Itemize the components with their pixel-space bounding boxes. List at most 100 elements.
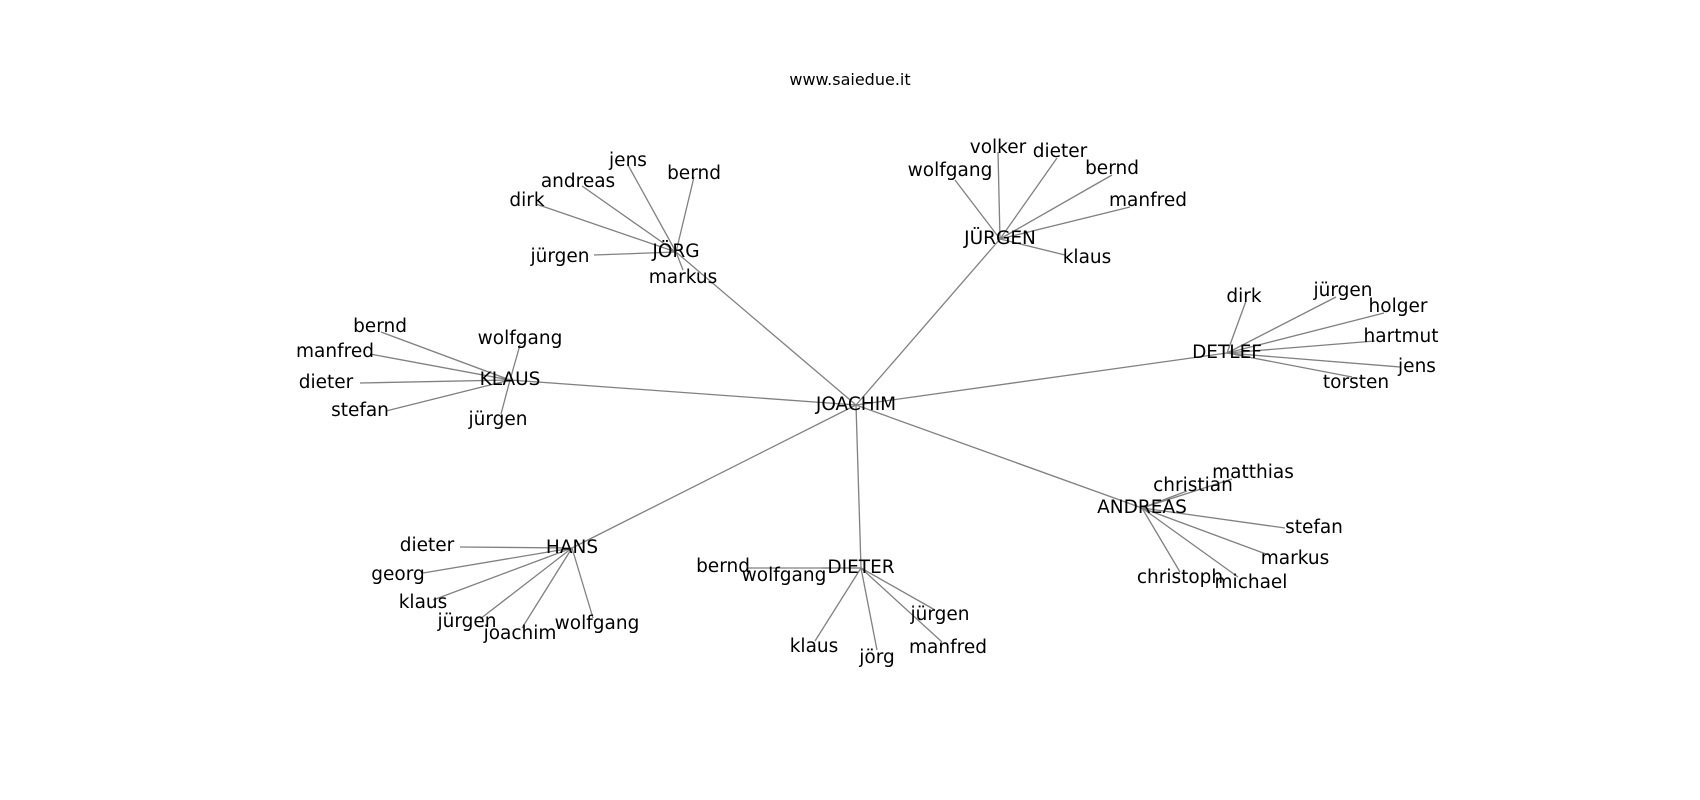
edge-dieter-leaf xyxy=(860,567,943,643)
leaf-node-label: markus xyxy=(649,267,717,288)
leaf-node-label: jürgen xyxy=(530,246,590,267)
hub-node-label-jorg: JÖRG xyxy=(651,240,699,262)
leaf-node-label: klaus xyxy=(790,636,839,657)
leaf-node-label: hartmut xyxy=(1364,326,1439,347)
leaf-node-label: manfred xyxy=(296,341,374,362)
edge-detlef-leaf xyxy=(1226,352,1401,368)
leaf-node-label: michael xyxy=(1215,572,1288,593)
diagram-title: www.saiedue.it xyxy=(789,70,911,89)
edge-detlef-leaf xyxy=(1226,340,1376,354)
edge-detlef-leaf xyxy=(1226,312,1385,354)
leaf-node-label: dieter xyxy=(400,535,455,556)
hub-node-label-dieter: DIETER xyxy=(827,557,894,578)
center-node-label: JOACHIM xyxy=(815,394,896,415)
leaf-node-label: stefan xyxy=(331,400,389,421)
edge-klaus-leaf xyxy=(369,353,511,381)
edge-hans-leaf xyxy=(432,547,573,601)
edge-jurgen-leaf xyxy=(999,157,1058,240)
edge-detlef-leaf xyxy=(1226,352,1353,378)
edge-andreas-leaf xyxy=(1141,478,1233,509)
edge-hans-leaf xyxy=(422,547,573,574)
edge-dieter-leaf xyxy=(860,567,936,611)
leaf-node-label: wolfgang xyxy=(555,613,640,634)
edge-jorg-leaf xyxy=(581,185,677,253)
edge-jorg-leaf xyxy=(535,203,677,253)
node-labels: JOACHIMJÖRGjensberndandreasdirkjürgenmar… xyxy=(296,137,1438,668)
edge-klaus-leaf xyxy=(500,379,511,415)
edge-center-jorg xyxy=(675,251,857,406)
leaf-node-label: manfred xyxy=(909,637,987,658)
edge-andreas-leaf xyxy=(1141,507,1181,573)
leaf-node-label: dirk xyxy=(509,190,544,211)
leaf-node-label: christian xyxy=(1153,475,1233,496)
leaf-node-label: stefan xyxy=(1285,517,1343,538)
edge-center-hans xyxy=(571,404,857,549)
edge-center-dieter xyxy=(855,404,862,569)
edge-center-detlef xyxy=(855,352,1228,406)
edge-jurgen-leaf xyxy=(997,151,1001,240)
leaf-node-label: bernd xyxy=(696,556,750,577)
leaf-node-label: christoph xyxy=(1137,567,1223,588)
hub-node-label-jurgen: JÜRGEN xyxy=(963,227,1036,249)
edge-jurgen-leaf xyxy=(999,238,1066,256)
edge-jurgen-leaf xyxy=(999,174,1113,240)
leaf-node-label: wolfgang xyxy=(908,160,993,181)
hub-node-label-hans: HANS xyxy=(546,537,598,558)
edge-hans-leaf xyxy=(521,547,573,629)
leaf-node-label: wolfgang xyxy=(478,328,563,349)
leaf-node-label: bernd xyxy=(1085,158,1139,179)
leaf-node-label: bernd xyxy=(667,163,721,184)
leaf-node-label: andreas xyxy=(541,171,615,192)
edge-klaus-leaf xyxy=(359,379,511,384)
edges xyxy=(359,151,1401,651)
edge-hans-leaf xyxy=(571,547,594,619)
edge-andreas-leaf xyxy=(1141,507,1286,529)
leaf-node-label: jürgen xyxy=(437,611,497,632)
leaf-node-label: jörg xyxy=(858,647,894,668)
leaf-node-label: volker xyxy=(970,137,1027,158)
edge-klaus-leaf xyxy=(509,344,521,381)
leaf-node-label: bernd xyxy=(353,316,407,337)
leaf-node-label: jens xyxy=(1397,356,1436,377)
edge-center-andreas xyxy=(855,404,1143,509)
edge-center-klaus xyxy=(509,379,857,406)
edge-klaus-leaf xyxy=(380,331,511,381)
leaf-node-label: klaus xyxy=(1063,247,1112,268)
edge-center-jurgen xyxy=(855,238,1001,406)
leaf-node-label: joachim xyxy=(483,623,557,644)
edge-dieter-leaf xyxy=(860,567,878,651)
edge-jurgen-leaf xyxy=(999,206,1131,240)
edge-andreas-leaf xyxy=(1141,507,1239,578)
leaf-node-label: torsten xyxy=(1323,372,1389,393)
leaf-node-label: jens xyxy=(608,150,647,171)
leaf-node-label: matthias xyxy=(1212,462,1294,483)
leaf-node-label: dieter xyxy=(299,372,354,393)
hub-node-label-detlef: DETLEF xyxy=(1192,342,1262,363)
edge-andreas-leaf xyxy=(1141,490,1188,509)
edge-andreas-leaf xyxy=(1141,507,1267,555)
leaf-node-label: jürgen xyxy=(910,604,970,625)
leaf-node-label: dirk xyxy=(1226,286,1261,307)
leaf-node-label: manfred xyxy=(1109,190,1187,211)
hub-node-label-klaus: KLAUS xyxy=(480,369,541,390)
leaf-node-label: georg xyxy=(371,564,424,585)
leaf-node-label: wolfgang xyxy=(742,565,827,586)
edge-jorg-leaf xyxy=(627,164,677,253)
edge-dieter-leaf xyxy=(814,567,862,642)
hub-node-label-andreas: ANDREAS xyxy=(1097,497,1187,518)
leaf-node-label: jürgen xyxy=(1313,280,1373,301)
edge-hans-leaf xyxy=(459,546,573,549)
leaf-node-label: markus xyxy=(1261,548,1329,569)
edge-hans-leaf xyxy=(479,547,573,620)
edge-jorg-leaf xyxy=(675,251,684,271)
leaf-node-label: klaus xyxy=(399,592,448,613)
leaf-node-label: holger xyxy=(1369,296,1428,317)
edge-jurgen-leaf xyxy=(954,179,1001,240)
edge-detlef-leaf xyxy=(1226,296,1337,354)
edge-detlef-leaf xyxy=(1226,300,1247,354)
leaf-node-label: jürgen xyxy=(468,409,528,430)
edge-jorg-leaf xyxy=(593,251,677,256)
edge-jorg-leaf xyxy=(675,176,695,253)
edge-klaus-leaf xyxy=(385,379,511,412)
